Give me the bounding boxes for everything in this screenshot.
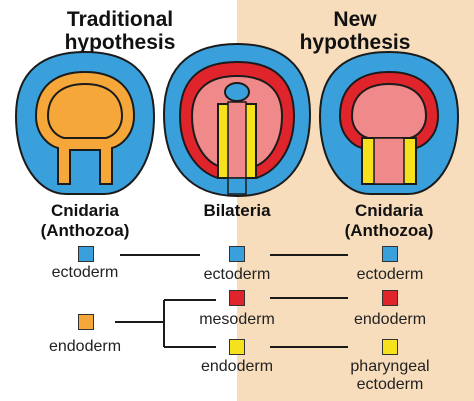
- label-middle-endoderm: endoderm: [200, 358, 274, 375]
- taxon-left-line-2: (Anthozoa): [40, 221, 130, 240]
- taxon-right: Cnidaria (Anthozoa): [314, 201, 464, 241]
- taxon-right-line-2: (Anthozoa): [344, 221, 434, 240]
- label-left-endoderm: endoderm: [48, 338, 122, 355]
- label-middle-ectoderm: ectoderm: [203, 266, 271, 283]
- label-middle-mesoderm: mesoderm: [199, 311, 275, 328]
- taxon-right-line-1: Cnidaria: [354, 201, 424, 220]
- label-right-ectoderm: ectoderm: [356, 266, 424, 283]
- label-right-pharyngeal-ectoderm: pharyngeal ectoderm: [340, 358, 440, 394]
- swatch-middle-mesoderm: [229, 290, 245, 306]
- swatch-middle-endoderm: [229, 339, 245, 355]
- taxon-left-line-1: Cnidaria: [50, 201, 120, 220]
- embryo-bilateria: [162, 42, 312, 198]
- label-right-pharyngeal-line-1: pharyngeal: [350, 358, 430, 375]
- heading-new-line-1: New: [333, 8, 377, 31]
- swatch-left-endoderm: [78, 314, 94, 330]
- label-right-pharyngeal-line-2: ectoderm: [356, 376, 424, 393]
- heading-traditional-line-2: hypothesis: [64, 31, 176, 54]
- embryo-cnidaria-new: [318, 50, 460, 195]
- embryo-cnidaria-traditional: [14, 50, 156, 195]
- swatch-right-endoderm: [382, 290, 398, 306]
- swatch-middle-ectoderm: [229, 246, 245, 262]
- swatch-right-pharyngeal-ectoderm: [382, 339, 398, 355]
- swatch-right-ectoderm: [382, 246, 398, 262]
- label-right-endoderm: endoderm: [353, 311, 427, 328]
- heading-new-line-2: hypothesis: [299, 31, 411, 54]
- heading-new: New hypothesis: [255, 8, 455, 54]
- swatch-left-ectoderm: [78, 246, 94, 262]
- taxon-left: Cnidaria (Anthozoa): [10, 201, 160, 241]
- homology-connectors: [115, 254, 348, 348]
- taxon-middle: Bilateria: [203, 201, 271, 220]
- label-left-ectoderm: ectoderm: [51, 264, 119, 281]
- heading-traditional: Traditional hypothesis: [20, 8, 220, 54]
- heading-traditional-line-1: Traditional: [66, 8, 174, 31]
